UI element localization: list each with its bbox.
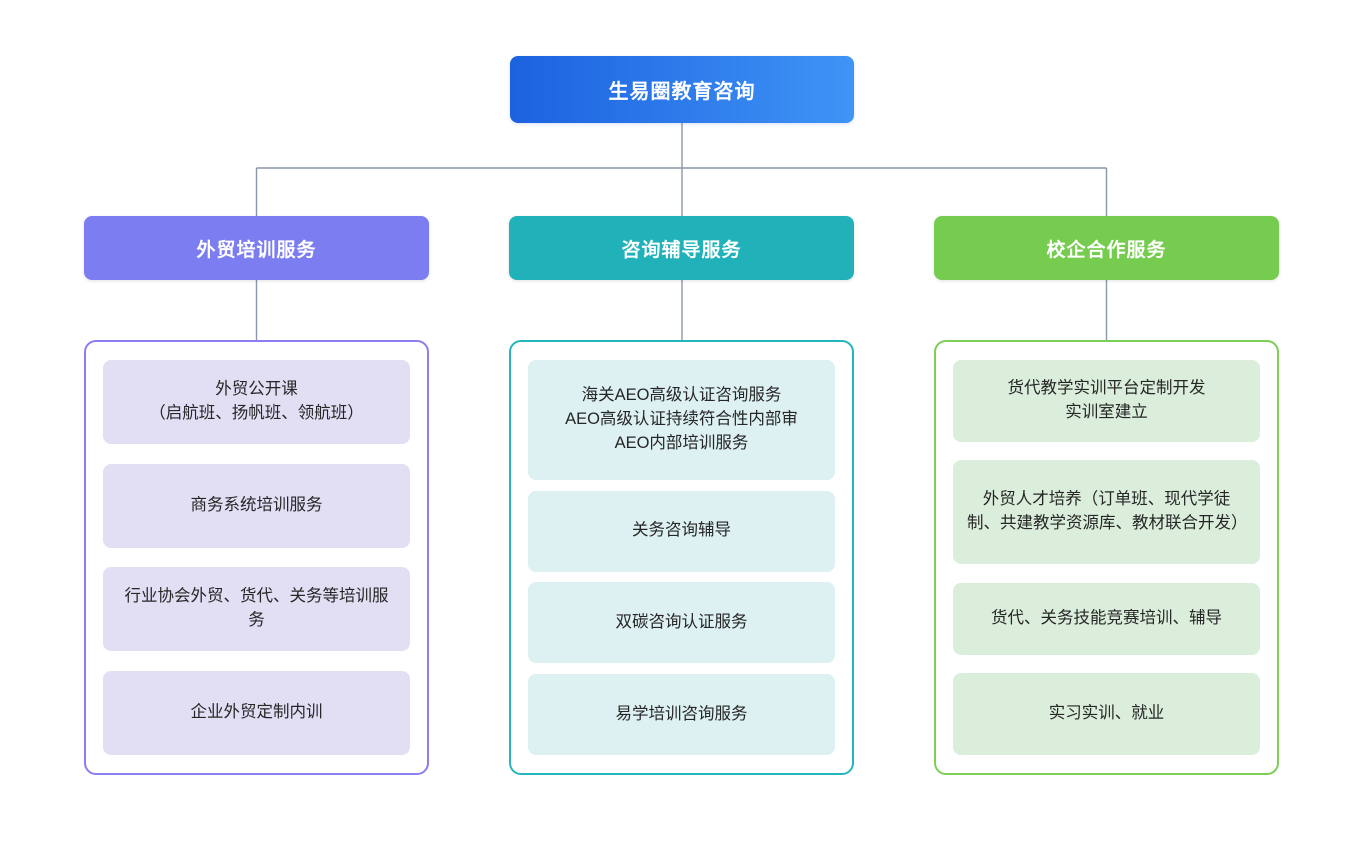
service-card[interactable]: 双碳咨询认证服务: [528, 582, 835, 664]
branch-header-1[interactable]: 咨询辅导服务: [509, 216, 854, 280]
service-card[interactable]: 关务咨询辅导: [528, 490, 835, 572]
branch-header-label-0: 外贸培训服务: [196, 239, 317, 261]
service-card[interactable]: 实习实训、就业: [953, 672, 1260, 755]
branch-header-2[interactable]: 校企合作服务: [934, 216, 1279, 280]
branch-header-label-2: 校企合作服务: [1046, 239, 1167, 261]
service-card[interactable]: 货代教学实训平台定制开发 实训室建立: [953, 360, 1260, 442]
branch-panel-2: 货代教学实训平台定制开发 实训室建立 外贸人才培养（订单班、现代学徒制、共建教学…: [934, 340, 1279, 775]
service-card[interactable]: 外贸人才培养（订单班、现代学徒制、共建教学资源库、教材联合开发）: [953, 460, 1260, 565]
branch-column-2: 校企合作服务 货代教学实训平台定制开发 实训室建立 外贸人才培养（订单班、现代学…: [934, 216, 1279, 775]
branch-column-1: 咨询辅导服务 海关AEO高级认证咨询服务 AEO高级认证持续符合性内部审 AEO…: [509, 216, 854, 775]
root-node-label: 生易圈教育咨询: [608, 81, 756, 103]
service-card[interactable]: 货代、关务技能竞赛培训、辅导: [953, 582, 1260, 655]
branch-header-0[interactable]: 外贸培训服务: [84, 216, 429, 280]
service-card[interactable]: 商务系统培训服务: [103, 463, 410, 548]
root-node[interactable]: 生易圈教育咨询: [510, 56, 854, 123]
service-card[interactable]: 外贸公开课 （启航班、扬帆班、领航班）: [103, 360, 410, 444]
branch-panel-0: 外贸公开课 （启航班、扬帆班、领航班） 商务系统培训服务 行业协会外贸、货代、关…: [84, 340, 429, 775]
service-card[interactable]: 海关AEO高级认证咨询服务 AEO高级认证持续符合性内部审 AEO内部培训服务: [528, 360, 835, 480]
branch-header-label-1: 咨询辅导服务: [621, 239, 742, 261]
branch-panel-1: 海关AEO高级认证咨询服务 AEO高级认证持续符合性内部审 AEO内部培训服务 …: [509, 340, 854, 775]
service-card[interactable]: 易学培训咨询服务: [528, 673, 835, 755]
service-card[interactable]: 行业协会外贸、货代、关务等培训服务: [103, 567, 410, 652]
branch-column-0: 外贸培训服务 外贸公开课 （启航班、扬帆班、领航班） 商务系统培训服务 行业协会…: [84, 216, 429, 775]
service-card[interactable]: 企业外贸定制内训: [103, 670, 410, 755]
